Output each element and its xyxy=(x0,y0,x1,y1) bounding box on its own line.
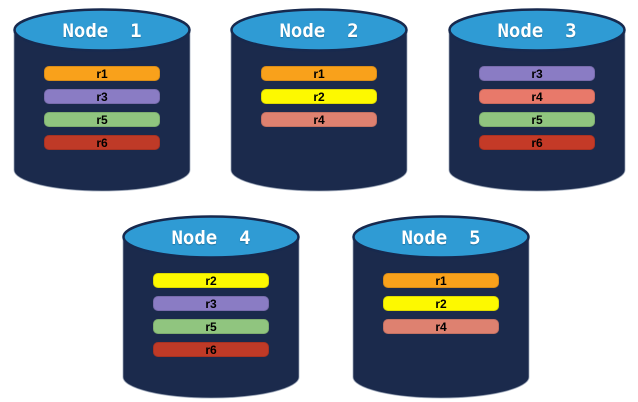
node-4-cylinder: Node 4 r2 r3 r5 r6 xyxy=(122,215,300,400)
cylinder-top xyxy=(230,8,408,52)
replica-bar: r6 xyxy=(479,135,595,150)
replica-bar: r4 xyxy=(479,89,595,104)
replica-list: r2 r3 r5 r6 xyxy=(153,273,269,365)
replica-bar: r2 xyxy=(261,89,377,104)
replica-bar: r5 xyxy=(44,112,160,127)
cylinder-top xyxy=(352,215,530,259)
node-3-cylinder: Node 3 r3 r4 r5 r6 xyxy=(448,8,626,193)
replica-bar: r2 xyxy=(153,273,269,288)
replica-bar: r1 xyxy=(44,66,160,81)
node-2-cylinder: Node 2 r1 r2 r4 xyxy=(230,8,408,193)
replica-list: r1 r2 r4 xyxy=(261,66,377,135)
node-title: Node 2 xyxy=(279,20,359,42)
cylinder-top xyxy=(13,8,191,52)
replica-bar: r4 xyxy=(383,319,499,334)
replica-bar: r6 xyxy=(44,135,160,150)
replica-bar: r3 xyxy=(479,66,595,81)
node-5-cylinder: Node 5 r1 r2 r4 xyxy=(352,215,530,400)
node-title: Node 3 xyxy=(497,20,577,42)
node-1-cylinder: Node 1 r1 r3 r5 r6 xyxy=(13,8,191,193)
replica-bar: r5 xyxy=(153,319,269,334)
replica-bar: r4 xyxy=(261,112,377,127)
replica-list: r1 r2 r4 xyxy=(383,273,499,342)
replica-bar: r1 xyxy=(383,273,499,288)
replica-bar: r3 xyxy=(153,296,269,311)
replica-bar: r6 xyxy=(153,342,269,357)
replica-bar: r3 xyxy=(44,89,160,104)
replica-bar: r5 xyxy=(479,112,595,127)
replica-list: r3 r4 r5 r6 xyxy=(479,66,595,158)
replica-list: r1 r3 r5 r6 xyxy=(44,66,160,158)
cylinder-top xyxy=(448,8,626,52)
node-title: Node 4 xyxy=(171,227,251,249)
node-title: Node 5 xyxy=(401,227,481,249)
cylinder-top xyxy=(122,215,300,259)
replica-bar: r2 xyxy=(383,296,499,311)
node-title: Node 1 xyxy=(62,20,142,42)
replica-bar: r1 xyxy=(261,66,377,81)
